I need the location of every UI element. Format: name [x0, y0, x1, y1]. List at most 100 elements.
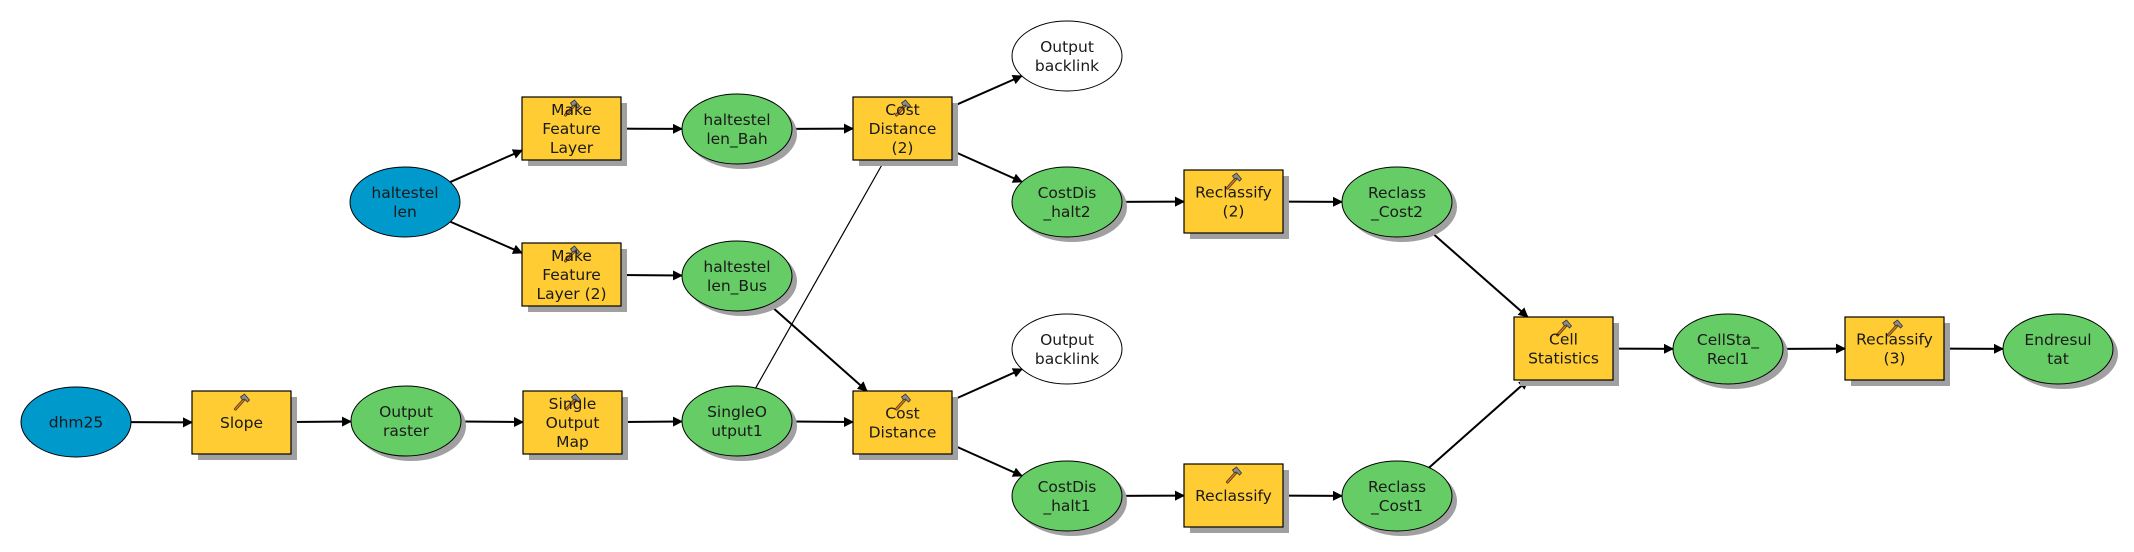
node-label: _halt2: [1042, 203, 1090, 222]
node-dhm25[interactable]: dhm25: [20, 386, 132, 458]
connector-singleoutput1-to-cost_distance_2[interactable]: [755, 159, 886, 389]
node-label: Recl1: [1707, 350, 1749, 368]
hammer-icon: [234, 393, 251, 411]
node-label: CostDis: [1038, 478, 1097, 496]
hammer-icon: [564, 99, 581, 117]
hammer-icon: [895, 393, 912, 411]
node-reclassify-3[interactable]: Reclassify(3): [1844, 316, 1950, 386]
derived-data-ellipse: [2002, 313, 2114, 385]
derived-data-ellipse: [1011, 166, 1123, 238]
connector-haltestellen_bus-to-cost_distance[interactable]: [768, 303, 868, 392]
derived-data-ellipse: [350, 385, 462, 457]
hammer-icon: [1556, 319, 1573, 337]
node-label: Output: [1040, 331, 1094, 349]
node-label: Output: [1040, 38, 1094, 56]
node-label: Layer: [550, 139, 594, 157]
connector-haltestellen-to-make_feature_layer[interactable]: [449, 149, 523, 183]
node-label: Make: [551, 247, 592, 265]
connector-cost_distance-to-costdis_halt1[interactable]: [951, 443, 1023, 477]
node-label: Reclass: [1368, 478, 1426, 496]
node-label: len: [393, 203, 417, 221]
node-cellsta-recl1[interactable]: CellSta_Recl1: [1672, 313, 1788, 389]
node-label: Layer (2): [536, 285, 606, 303]
connector-make_feature_layer_2-to-haltestellen_bus[interactable]: [620, 270, 684, 281]
node-label: (3): [1884, 350, 1906, 368]
node-label: Feature: [542, 266, 601, 284]
node-label: haltestel: [371, 184, 438, 202]
node-label: _Cost2: [1370, 203, 1423, 222]
derived-data-ellipse: [1011, 460, 1123, 532]
node-label: Map: [556, 433, 589, 451]
node-label: SingleO: [707, 403, 767, 421]
node-label: Output: [379, 403, 433, 421]
connector-cost_distance-to-output_backlink_1[interactable]: [951, 368, 1023, 402]
node-label: _halt1: [1042, 497, 1090, 516]
node-label: Distance: [869, 424, 937, 442]
node-label: len_Bus: [707, 277, 767, 296]
node-reclassify[interactable]: Reclassify: [1183, 463, 1289, 533]
node-label: Single: [549, 395, 597, 413]
node-label: Statistics: [1528, 350, 1599, 368]
node-label: Endresul: [2024, 331, 2091, 349]
hammer-icon: [1226, 466, 1243, 484]
connector-singleoutput1-to-cost_distance[interactable]: [791, 416, 854, 427]
connector-haltestellen-to-make_feature_layer_2[interactable]: [449, 220, 523, 254]
node-label: tat: [2047, 350, 2069, 368]
node-label: CostDis: [1038, 184, 1097, 202]
connector-reclass_cost1-to-cell_statistics[interactable]: [1428, 379, 1529, 469]
node-slope[interactable]: Slope: [191, 390, 297, 460]
node-label: _Cost1: [1370, 497, 1423, 516]
node-label: Output: [546, 414, 600, 432]
node-label: len_Bah: [706, 130, 767, 149]
connector-output_raster-to-single_output_map[interactable]: [460, 416, 524, 427]
node-label: Cost: [885, 101, 919, 119]
node-label: Reclassify: [1856, 331, 1933, 349]
connector-cost_distance_2-to-costdis_halt2[interactable]: [951, 149, 1023, 183]
connector-cost_distance_2-to-output_backlink_2[interactable]: [951, 74, 1023, 108]
derived-data-ellipse: [1341, 166, 1453, 238]
connector-single_output_map-to-singleoutput1[interactable]: [621, 416, 684, 427]
hammer-icon: [895, 99, 912, 117]
connectors-layer: [130, 74, 2005, 501]
node-reclass-cost2[interactable]: Reclass_Cost2: [1341, 166, 1457, 242]
hammer-icon: [565, 393, 582, 411]
node-label: Reclassify: [1195, 184, 1272, 202]
connector-reclass_cost2-to-cell_statistics[interactable]: [1428, 229, 1529, 318]
node-label: backlink: [1035, 350, 1099, 368]
unused-data-ellipse: [1011, 313, 1123, 385]
derived-data-ellipse: [1341, 460, 1453, 532]
unused-data-ellipse: [1011, 20, 1123, 92]
node-label: backlink: [1035, 57, 1099, 75]
node-label: (2): [1223, 203, 1245, 221]
node-label: Reclassify: [1195, 487, 1272, 505]
node-label: Cell: [1549, 331, 1578, 349]
node-label: haltestel: [703, 111, 770, 129]
node-costdis-halt1[interactable]: CostDis_halt1: [1011, 460, 1127, 536]
node-reclassify-2[interactable]: Reclassify(2): [1183, 169, 1289, 239]
node-label: Slope: [220, 414, 263, 432]
node-reclass-cost1[interactable]: Reclass_Cost1: [1341, 460, 1457, 536]
node-label: raster: [383, 422, 430, 440]
hammer-icon: [564, 245, 581, 263]
node-costdis-halt2[interactable]: CostDis_halt2: [1011, 166, 1127, 242]
node-label: Cost: [885, 405, 919, 423]
hammer-icon: [1887, 319, 1904, 337]
node-label: CellSta_: [1697, 331, 1759, 350]
connector-slope-to-output_raster[interactable]: [290, 416, 353, 427]
